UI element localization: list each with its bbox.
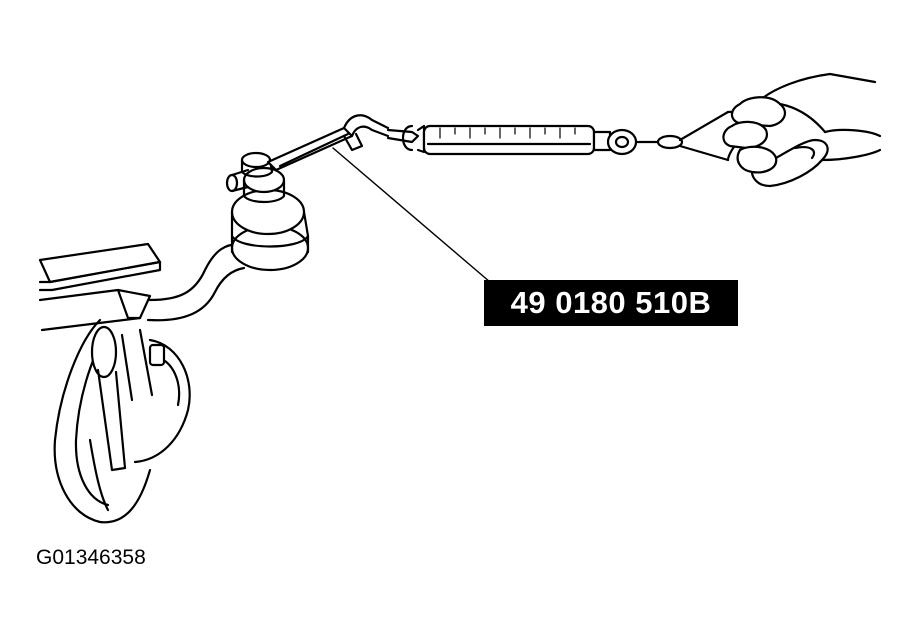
preload-attachment-bar [266,114,390,172]
figure-id: G01346358 [36,546,146,569]
pull-scale [386,110,748,162]
part-number-callout: 49 0180 510B [484,280,738,326]
tie-rod-end [146,151,310,322]
steering-knuckle [38,242,191,524]
leader-line [332,147,491,283]
hand [722,72,882,188]
